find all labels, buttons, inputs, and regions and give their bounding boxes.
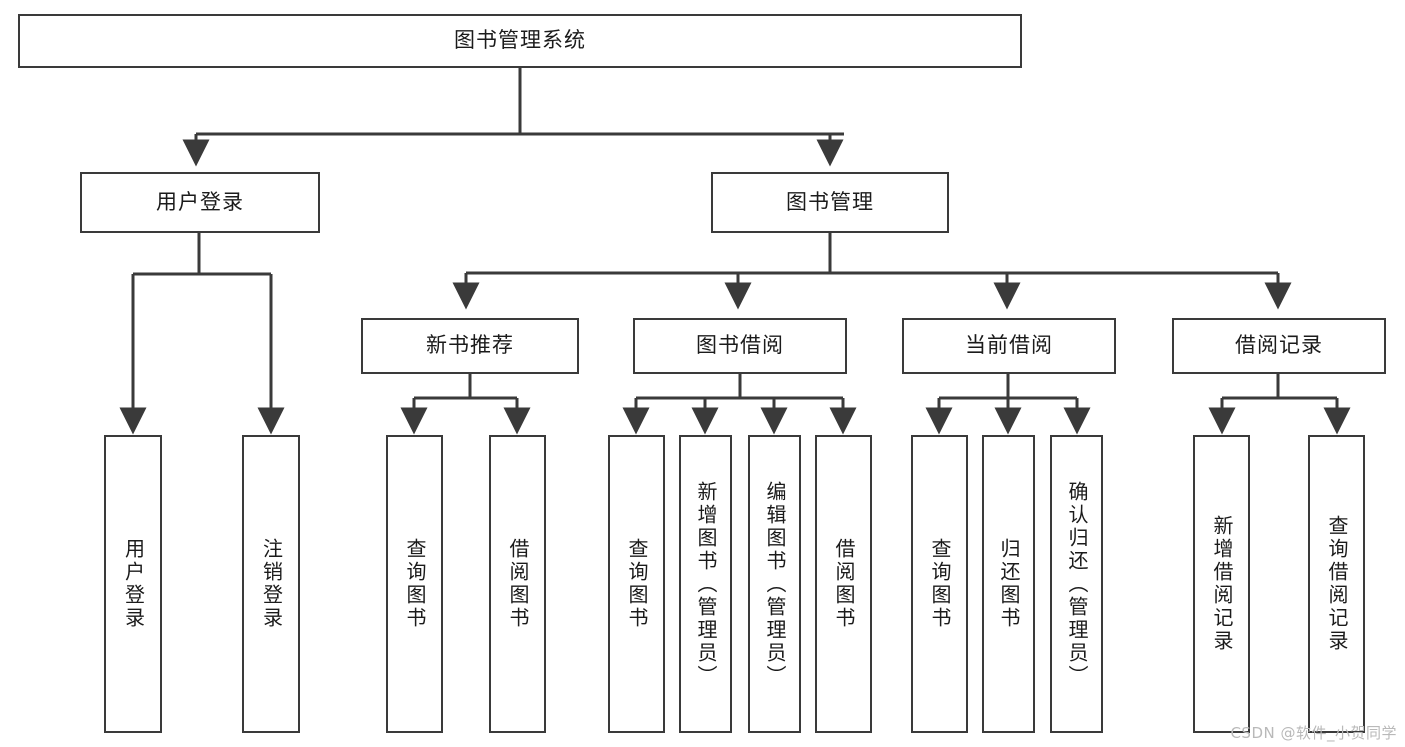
node-label: 归还图书	[997, 538, 1021, 630]
node-new-book-recommend[interactable]: 新书推荐	[361, 318, 579, 374]
node-user-login[interactable]: 用户登录	[80, 172, 320, 233]
node-label: 注销登录	[259, 538, 284, 630]
node-label: 借阅图书	[832, 538, 856, 630]
node-label: 用户登录	[121, 538, 146, 630]
node-leaf-add-book[interactable]: 新增图书（管理员）	[679, 435, 732, 733]
node-leaf-return-book[interactable]: 归还图书	[982, 435, 1035, 733]
node-label: 查询借阅记录	[1325, 515, 1349, 653]
node-label: 查询图书	[928, 538, 952, 630]
node-leaf-edit-book[interactable]: 编辑图书（管理员）	[748, 435, 801, 733]
node-label: 借阅记录	[1235, 333, 1323, 358]
node-leaf-query-book-1[interactable]: 查询图书	[386, 435, 443, 733]
node-current-borrow[interactable]: 当前借阅	[902, 318, 1116, 374]
node-label: 当前借阅	[965, 333, 1053, 358]
node-book-manage[interactable]: 图书管理	[711, 172, 949, 233]
node-label: 新增借阅记录	[1210, 515, 1234, 653]
node-book-management-system[interactable]: 图书管理系统	[18, 14, 1022, 68]
node-label: 新书推荐	[426, 333, 514, 358]
node-label: 图书管理	[786, 189, 874, 214]
node-leaf-query-book-2[interactable]: 查询图书	[608, 435, 665, 733]
node-book-borrow[interactable]: 图书借阅	[633, 318, 847, 374]
node-label: 查询图书	[625, 538, 649, 630]
node-label: 编辑图书（管理员）	[763, 480, 787, 688]
node-leaf-borrow-book-2[interactable]: 借阅图书	[815, 435, 872, 733]
node-leaf-logout[interactable]: 注销登录	[242, 435, 300, 733]
node-label: 图书管理系统	[454, 28, 586, 53]
node-label: 借阅图书	[506, 538, 530, 630]
node-leaf-query-record[interactable]: 查询借阅记录	[1308, 435, 1365, 733]
node-label: 查询图书	[403, 538, 427, 630]
node-label: 确认归还（管理员）	[1065, 480, 1089, 688]
node-label: 用户登录	[156, 189, 244, 214]
node-label: 图书借阅	[696, 333, 784, 358]
node-leaf-confirm-return[interactable]: 确认归还（管理员）	[1050, 435, 1103, 733]
node-borrow-record[interactable]: 借阅记录	[1172, 318, 1386, 374]
node-leaf-add-record[interactable]: 新增借阅记录	[1193, 435, 1250, 733]
node-leaf-query-book-3[interactable]: 查询图书	[911, 435, 968, 733]
node-label: 新增图书（管理员）	[694, 480, 718, 688]
node-leaf-borrow-book-1[interactable]: 借阅图书	[489, 435, 546, 733]
node-leaf-user-login[interactable]: 用户登录	[104, 435, 162, 733]
csdn-watermark: CSDN @软件_小贺同学	[1230, 724, 1397, 742]
